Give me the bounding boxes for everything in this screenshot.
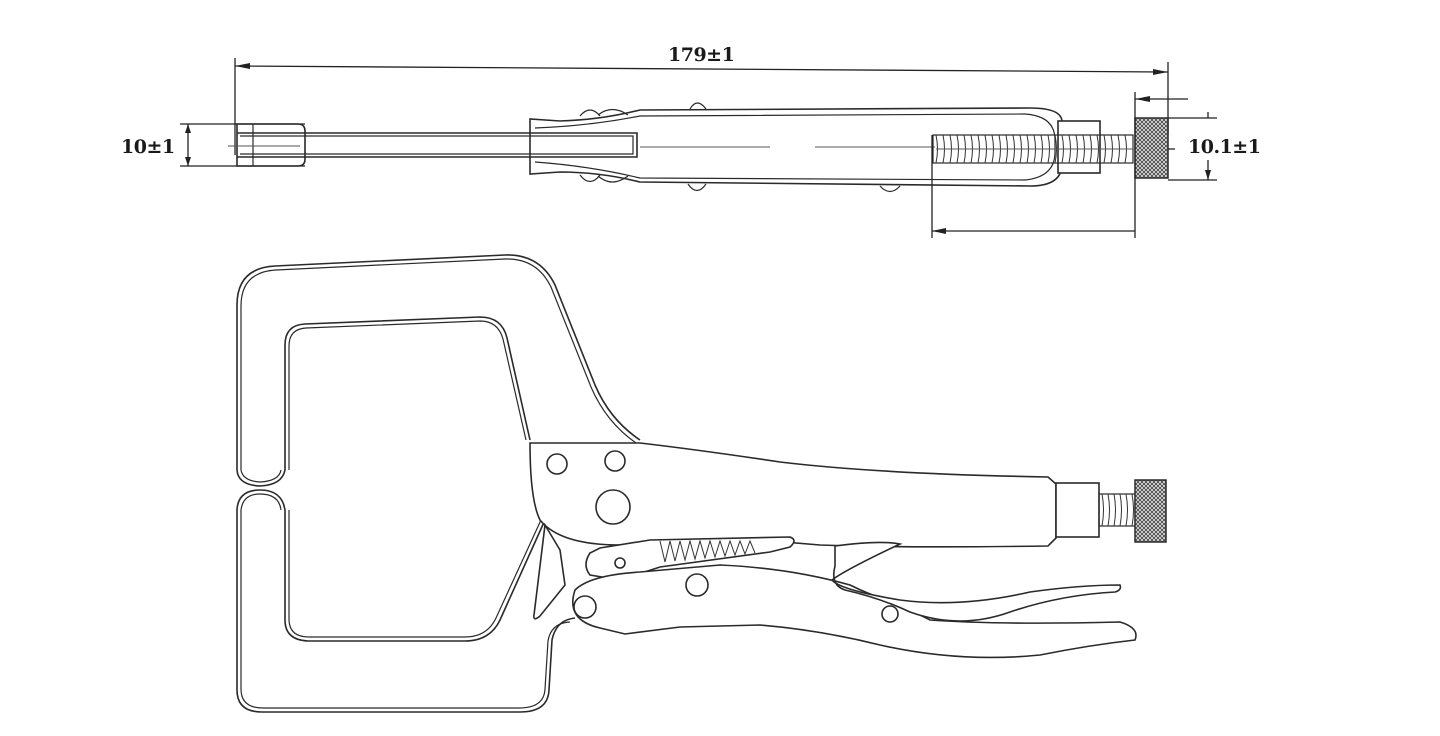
jaw-width-dimension bbox=[180, 123, 305, 167]
knob-diameter-dimension bbox=[1134, 92, 1217, 238]
upper-handle bbox=[529, 442, 1167, 548]
overall-length-dimension bbox=[234, 58, 1169, 155]
lower-handle bbox=[572, 564, 1137, 659]
knob-diameter-label: 10.1±1 bbox=[1188, 136, 1261, 158]
side-view bbox=[236, 254, 1167, 713]
screw-length-dimension bbox=[931, 135, 1135, 238]
overall-length-label: 179±1 bbox=[668, 44, 735, 66]
jaw-width-label: 10±1 bbox=[121, 136, 175, 158]
c-frame bbox=[236, 254, 641, 713]
adjustment-screw bbox=[932, 134, 1134, 164]
upper-jaw bbox=[830, 541, 1122, 622]
top-view bbox=[180, 58, 1217, 238]
spring-mechanism bbox=[585, 536, 795, 581]
knurled-knob bbox=[1134, 117, 1169, 179]
release-lever bbox=[533, 522, 566, 620]
